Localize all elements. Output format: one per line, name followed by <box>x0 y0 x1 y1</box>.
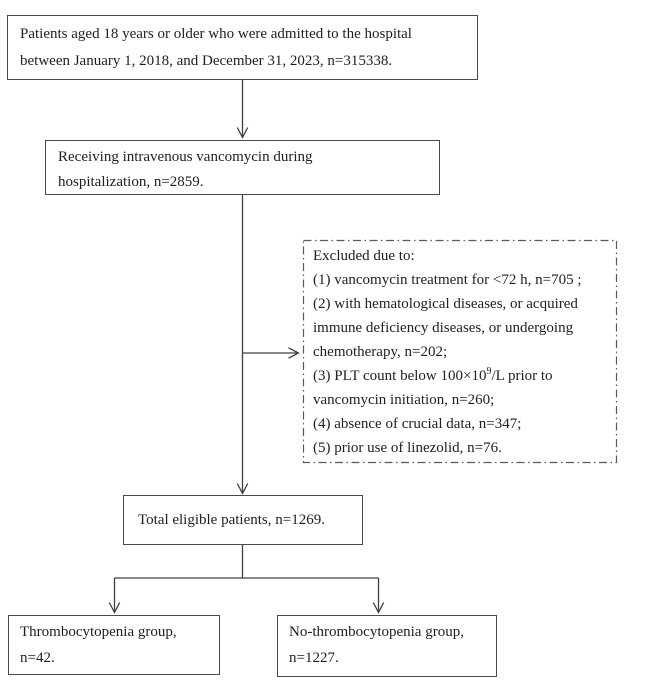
arrow-admitted-to-vancomycin <box>236 80 249 139</box>
vancomycin-line-2: hospitalization, n=2859. <box>58 174 204 190</box>
arrow-vancomycin-to-eligible <box>236 195 249 495</box>
total-eligible-text: Total eligible patients, n=1269. <box>138 511 325 528</box>
excluded-box: Excluded due to: (1) vancomycin treatmen… <box>303 240 617 463</box>
excluded-item-3-line-1: (3) PLT count below 100×109/L prior to <box>313 364 609 388</box>
no-thrombocytopenia-line-2: n=1227. <box>289 650 339 666</box>
no-thrombocytopenia-group-box: No-thrombocytopenia group, n=1227. <box>277 615 497 677</box>
excluded-item-2-line-1: (2) with hematological diseases, or acqu… <box>313 296 578 312</box>
excluded-item-4: (4) absence of crucial data, n=347; <box>313 416 522 432</box>
excluded-item-5: (5) prior use of linezolid, n=76. <box>313 440 502 456</box>
arrowhead-to-no-thrombocytopenia <box>372 602 385 614</box>
plt-line-post: /L prior to <box>491 368 553 384</box>
excluded-item-1: (1) vancomycin treatment for <72 h, n=70… <box>313 272 582 288</box>
excluded-item-3-line-2: vancomycin initiation, n=260; <box>313 392 495 408</box>
plt-line-pre: (3) PLT count below 100×10 <box>313 368 487 384</box>
connector-eligible-split <box>113 545 380 611</box>
admitted-patients-box: Patients aged 18 years or older who were… <box>7 15 478 80</box>
vancomycin-line-1: Receiving intravenous vancomycin during <box>58 149 313 165</box>
excluded-title: Excluded due to: <box>313 248 415 264</box>
arrowhead-to-thrombocytopenia <box>108 602 121 614</box>
thrombocytopenia-line-2: n=42. <box>20 650 55 666</box>
admitted-patients-line-1: Patients aged 18 years or older who were… <box>20 26 412 42</box>
vancomycin-box: Receiving intravenous vancomycin during … <box>45 140 440 195</box>
admitted-patients-line-2: between January 1, 2018, and December 31… <box>20 53 393 69</box>
plt-line-superscript: 9 <box>486 366 492 377</box>
thrombocytopenia-line-1: Thrombocytopenia group, <box>20 624 177 640</box>
excluded-item-2-line-3: chemotherapy, n=202; <box>313 344 448 360</box>
total-eligible-box: Total eligible patients, n=1269. <box>123 495 363 545</box>
no-thrombocytopenia-line-1: No-thrombocytopenia group, <box>289 624 464 640</box>
excluded-item-2-line-2: immune deficiency diseases, or undergoin… <box>313 320 574 336</box>
thrombocytopenia-group-box: Thrombocytopenia group, n=42. <box>8 615 220 675</box>
arrow-branch-to-excluded <box>242 347 300 359</box>
